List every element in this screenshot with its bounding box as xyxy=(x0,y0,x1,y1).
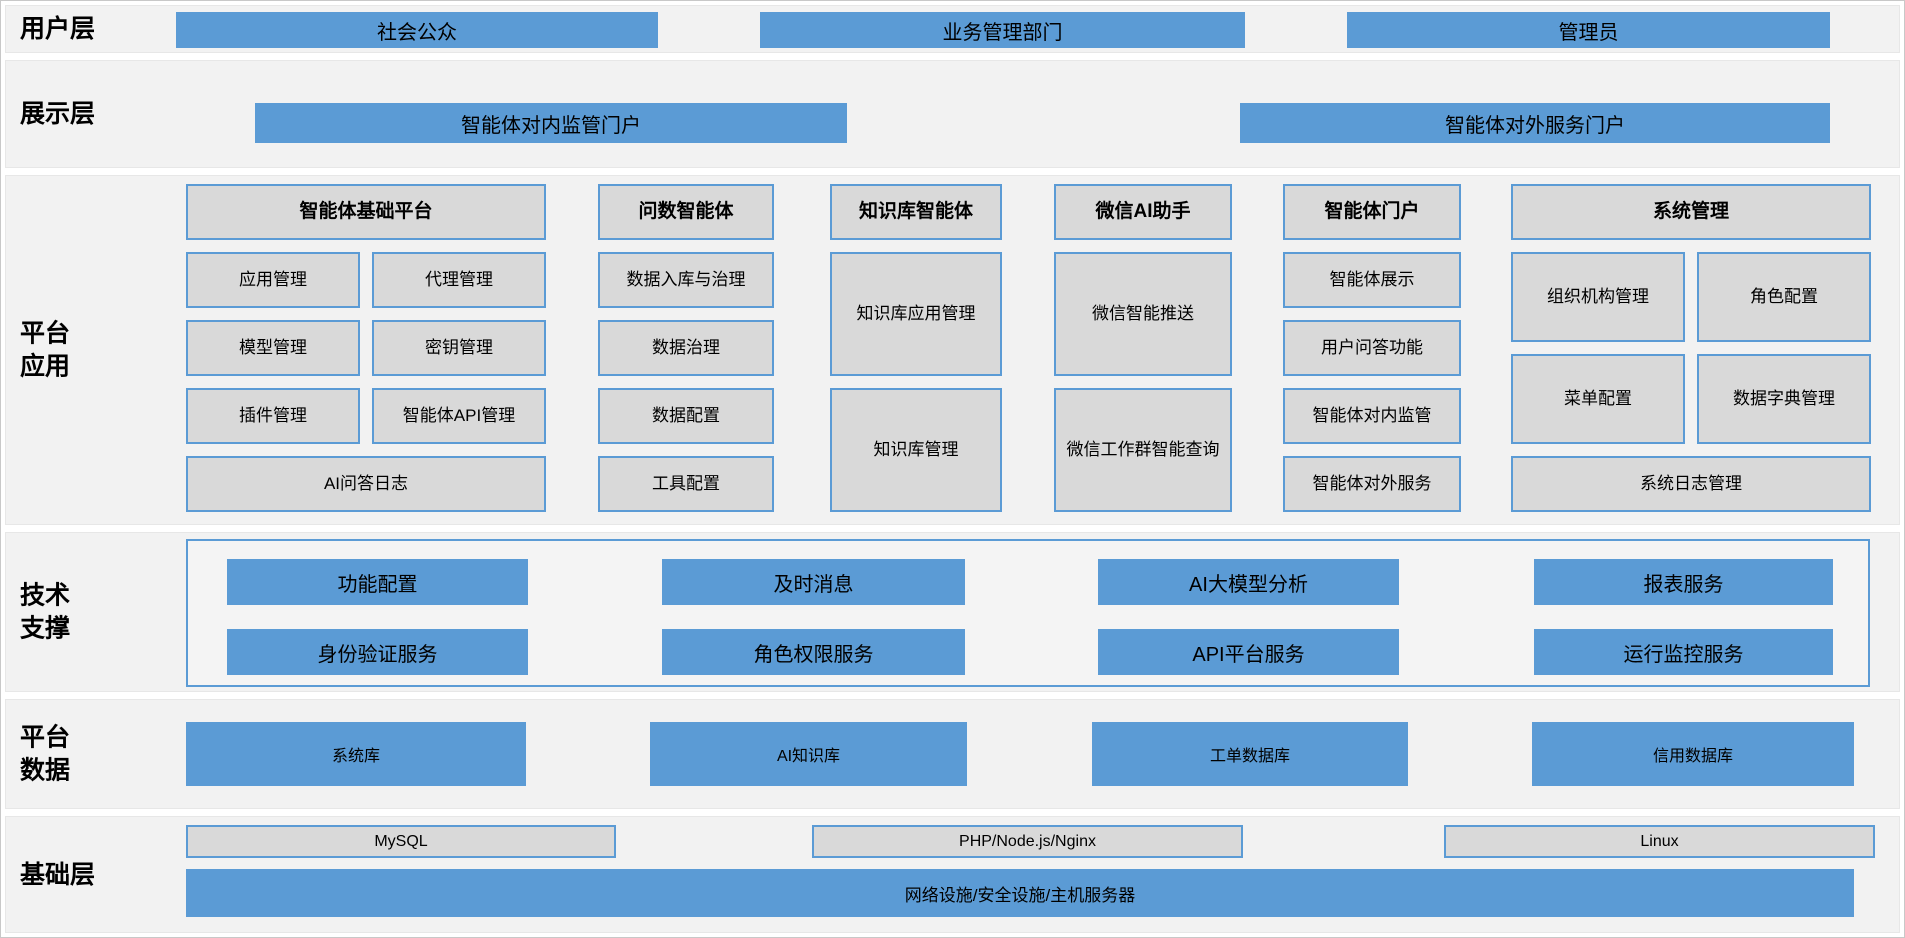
platform-data-label: 平台数据 xyxy=(20,723,71,785)
column-header: 智能体门户 xyxy=(1283,184,1461,240)
tech-support-label: 技术支撑 xyxy=(20,581,71,643)
user-layer-label: 用户层 xyxy=(20,14,96,43)
tech-box: 运行监控服务 xyxy=(1534,629,1833,675)
app-item: 数据治理 xyxy=(598,320,774,376)
app-item: 智能体对内监管 xyxy=(1283,388,1461,444)
infra-tech-box: Linux xyxy=(1444,825,1875,858)
band-infrastructure-layer: 基础层 MySQL PHP/Node.js/Nginx Linux 网络设施/安… xyxy=(5,816,1900,933)
user-box: 业务管理部门 xyxy=(760,12,1245,48)
app-column-agent-portal: 智能体门户 智能体展示 用户问答功能 智能体对内监管 智能体对外服务 xyxy=(1283,184,1461,512)
app-item: 智能体展示 xyxy=(1283,252,1461,308)
infra-tech-box: MySQL xyxy=(186,825,616,858)
app-item: 组织机构管理 xyxy=(1511,252,1685,342)
app-item: 数据入库与治理 xyxy=(598,252,774,308)
tech-box: 身份验证服务 xyxy=(227,629,528,675)
app-item: 微信智能推送 xyxy=(1054,252,1232,376)
band-platform-data-layer: 平台数据 系统库 AI知识库 工单数据库 信用数据库 xyxy=(5,699,1900,809)
infrastructure-label: 基础层 xyxy=(20,860,96,889)
app-item: AI问答日志 xyxy=(186,456,546,512)
app-item: 应用管理 xyxy=(186,252,360,308)
tech-support-container: 功能配置 及时消息 AI大模型分析 报表服务 身份验证服务 角色权限服务 API… xyxy=(186,539,1870,687)
portal-box: 智能体对外服务门户 xyxy=(1240,103,1830,143)
database-box: 信用数据库 xyxy=(1532,722,1854,786)
user-box: 管理员 xyxy=(1347,12,1830,48)
display-layer-label: 展示层 xyxy=(20,99,96,128)
app-item: 菜单配置 xyxy=(1511,354,1685,444)
app-column-data-qa-agent: 问数智能体 数据入库与治理 数据治理 数据配置 工具配置 xyxy=(598,184,774,512)
app-item: 密钥管理 xyxy=(372,320,546,376)
app-item: 系统日志管理 xyxy=(1511,456,1871,512)
tech-box: 报表服务 xyxy=(1534,559,1833,605)
app-item: 数据配置 xyxy=(598,388,774,444)
user-box: 社会公众 xyxy=(176,12,658,48)
app-item: 代理管理 xyxy=(372,252,546,308)
platform-app-label: 平台应用 xyxy=(20,319,71,381)
app-item: 用户问答功能 xyxy=(1283,320,1461,376)
app-column-system-management: 系统管理 组织机构管理 角色配置 菜单配置 数据字典管理 系统日志管理 xyxy=(1511,184,1871,512)
infra-base-box: 网络设施/安全设施/主机服务器 xyxy=(186,869,1854,917)
app-item: 知识库应用管理 xyxy=(830,252,1002,376)
band-platform-app-layer: 平台应用 智能体基础平台 应用管理 代理管理 模型管理 密钥管理 插件管理 智能… xyxy=(5,175,1900,525)
database-box: 系统库 xyxy=(186,722,526,786)
column-header: 智能体基础平台 xyxy=(186,184,546,240)
band-tech-support-layer: 技术支撑 功能配置 及时消息 AI大模型分析 报表服务 身份验证服务 角色权限服… xyxy=(5,532,1900,692)
tech-box: 角色权限服务 xyxy=(662,629,965,675)
column-header: 知识库智能体 xyxy=(830,184,1002,240)
tech-box: 功能配置 xyxy=(227,559,528,605)
app-item: 知识库管理 xyxy=(830,388,1002,512)
portal-box: 智能体对内监管门户 xyxy=(255,103,847,143)
column-grid: 应用管理 代理管理 模型管理 密钥管理 插件管理 智能体API管理 xyxy=(186,252,546,444)
tech-box: 及时消息 xyxy=(662,559,965,605)
database-box: AI知识库 xyxy=(650,722,967,786)
infra-tech-box: PHP/Node.js/Nginx xyxy=(812,825,1243,858)
column-header: 系统管理 xyxy=(1511,184,1871,240)
band-display-layer: 展示层 智能体对内监管门户 智能体对外服务门户 xyxy=(5,60,1900,168)
app-column-knowledge-agent: 知识库智能体 知识库应用管理 知识库管理 xyxy=(830,184,1002,512)
app-item: 智能体API管理 xyxy=(372,388,546,444)
app-item: 工具配置 xyxy=(598,456,774,512)
app-item: 角色配置 xyxy=(1697,252,1871,342)
app-column-agent-base: 智能体基础平台 应用管理 代理管理 模型管理 密钥管理 插件管理 智能体API管… xyxy=(186,184,546,512)
column-header: 微信AI助手 xyxy=(1054,184,1232,240)
column-header: 问数智能体 xyxy=(598,184,774,240)
app-column-wechat-ai: 微信AI助手 微信智能推送 微信工作群智能查询 xyxy=(1054,184,1232,512)
app-item: 数据字典管理 xyxy=(1697,354,1871,444)
tech-box: AI大模型分析 xyxy=(1098,559,1399,605)
app-item: 模型管理 xyxy=(186,320,360,376)
band-user-layer: 用户层 社会公众 业务管理部门 管理员 xyxy=(5,5,1900,53)
column-grid: 组织机构管理 角色配置 菜单配置 数据字典管理 xyxy=(1511,252,1871,444)
app-item: 插件管理 xyxy=(186,388,360,444)
tech-box: API平台服务 xyxy=(1098,629,1399,675)
app-item: 智能体对外服务 xyxy=(1283,456,1461,512)
app-item: 微信工作群智能查询 xyxy=(1054,388,1232,512)
database-box: 工单数据库 xyxy=(1092,722,1408,786)
